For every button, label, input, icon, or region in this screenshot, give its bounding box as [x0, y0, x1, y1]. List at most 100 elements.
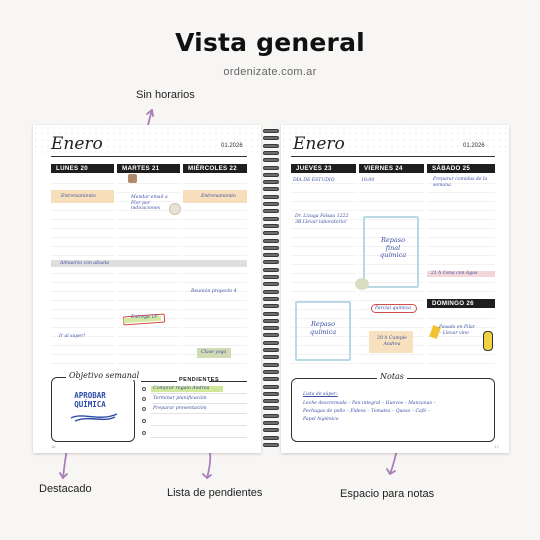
pendiente-checkbox[interactable]	[142, 419, 146, 423]
pendiente-checkbox[interactable]	[142, 431, 146, 435]
entry-sabado-cena: 21 h Cena con Agus	[431, 271, 478, 276]
entry-miercoles-reunion: Reunión proyecto 4	[191, 289, 237, 294]
entry-viernes-repaso: Repaso final química	[379, 236, 407, 259]
entry-viernes-hora: 10:00	[361, 178, 375, 183]
spiral-coil	[263, 209, 279, 214]
spiral-coil	[263, 194, 279, 199]
entry-miercoles-entrenamiento: Entrenamiento	[201, 194, 236, 199]
callout-sin-horarios: Sin horarios	[136, 89, 195, 101]
spiral-coil	[263, 245, 279, 250]
spiral-coil	[263, 421, 279, 425]
planner-left-page: Enero 01.2026 LUNES 20 MARTES 21 MIÉRCOL…	[33, 125, 261, 453]
spiral-coil	[263, 442, 279, 447]
page-title: Vista general	[175, 28, 365, 57]
entry-viernes-parcial: Parcial química	[375, 306, 412, 311]
spiral-coil	[263, 223, 279, 228]
spiral-coil	[263, 231, 279, 236]
highlight-box	[371, 304, 417, 313]
sticky-frame	[295, 301, 351, 361]
spiral-coil	[263, 384, 279, 389]
spiral-coil	[263, 289, 279, 294]
tape-highlight	[51, 260, 247, 267]
pendiente-checkbox[interactable]	[142, 407, 146, 411]
spiral-coil	[263, 202, 279, 206]
plant-sticker-icon	[355, 278, 369, 290]
day-column-jueves[interactable]	[291, 175, 356, 369]
spiral-coil	[263, 275, 279, 279]
spiral-coil	[263, 406, 279, 411]
spiral-coil	[263, 326, 279, 331]
notas-line: Papel higiénico	[303, 417, 339, 422]
spiral-coil	[263, 296, 279, 301]
notas-line: Pechugas de pollo – Fideos – Tomates – Q…	[303, 409, 430, 414]
spiral-coil	[263, 348, 279, 352]
day-header-martes: MARTES 21	[117, 164, 180, 173]
spiral-coil	[263, 369, 279, 374]
month-title: Enero	[293, 134, 345, 154]
pendientes-title: PENDIENTES	[179, 377, 220, 383]
spiral-coil	[263, 253, 279, 258]
tape-highlight	[427, 271, 495, 277]
pendiente-item: Preparar presentación	[153, 406, 207, 411]
day-header-miercoles: MIÉRCOLES 22	[183, 164, 247, 173]
spiral-coil	[263, 435, 279, 440]
pendiente-item: Terminar planificación	[153, 396, 207, 401]
month-title: Enero	[51, 134, 103, 154]
pendiente-checkbox[interactable]	[142, 397, 146, 401]
notas-line: Leche descremada – Pan integral – Huevos…	[303, 401, 436, 406]
day-column-miercoles[interactable]	[183, 175, 247, 369]
day-header-lunes: LUNES 20	[51, 164, 114, 173]
spiral-coil	[263, 311, 279, 316]
spiral-coil	[263, 180, 279, 185]
day-header-domingo: DOMINGO 26	[427, 299, 495, 308]
month-date: 01.2026	[463, 143, 485, 149]
website-subtitle: ordenizate.com.ar	[223, 66, 317, 78]
day-header-viernes: VIERNES 24	[359, 164, 424, 173]
spiral-coil	[263, 391, 279, 396]
spiral-coil	[263, 238, 279, 243]
spiral-coil	[263, 172, 279, 177]
spiral-coil	[263, 260, 279, 265]
notas-box[interactable]	[291, 378, 495, 442]
spiral-coil	[263, 150, 279, 155]
entry-miercoles-yoga: Clase yoga	[201, 350, 227, 355]
spiral-coil	[263, 318, 279, 323]
spiral-binding	[261, 129, 281, 453]
entry-martes-entrega: Entrega TP	[131, 315, 158, 320]
entry-domingo-pilar: Pasado en Pilar – Llevar vino	[439, 325, 475, 336]
spiral-coil	[263, 267, 279, 272]
notas-title: Notas	[377, 372, 407, 381]
spiral-coil	[263, 282, 279, 287]
month-date: 01.2026	[221, 143, 243, 149]
tape-highlight	[183, 190, 247, 203]
spiral-coil	[263, 377, 279, 382]
entry-sabado-comidas: Preparar comidas de la semana	[433, 177, 488, 188]
entry-lunes-almuerzo: Almuerzo con abuela	[60, 261, 109, 266]
tape-highlight	[197, 348, 231, 358]
callout-lista-pendientes: Lista de pendientes	[167, 487, 263, 499]
day-column-lunes[interactable]	[51, 175, 114, 369]
day-header-sabado: SÁBADO 25	[427, 164, 495, 173]
entry-jueves-estudio: DÍA DE ESTUDIO	[293, 178, 335, 183]
callout-destacado: Destacado	[39, 483, 92, 495]
callout-espacio-notas: Espacio para notas	[340, 488, 435, 500]
flower-sticker-icon	[169, 203, 181, 215]
spiral-coil	[263, 216, 279, 221]
spiral-coil	[263, 129, 279, 133]
spiral-coil	[263, 158, 279, 163]
spiral-coil	[263, 165, 279, 170]
entry-martes-email: Mandar email a Flor por indicaciones	[131, 195, 168, 212]
spiral-coil	[263, 333, 279, 338]
notas-heading: Lista de súper:	[303, 392, 338, 397]
page-number: 16	[51, 444, 56, 449]
pendiente-checkbox[interactable]	[142, 387, 146, 391]
scribble-underline	[70, 413, 118, 422]
page-number: 17	[494, 444, 499, 449]
spiral-coil	[263, 143, 279, 148]
spiral-coil	[263, 304, 279, 309]
entry-jueves-doctor: Dr. Lizaga Falsau 1222 3B Llevar laborat…	[295, 214, 349, 225]
entry-viernes-cumple: 20 h Cumple Andrea	[377, 336, 407, 347]
objetivo-semanal-title: Objetivo semanal	[66, 371, 143, 380]
sticky-frame	[363, 216, 419, 288]
spiral-coil	[263, 355, 279, 360]
